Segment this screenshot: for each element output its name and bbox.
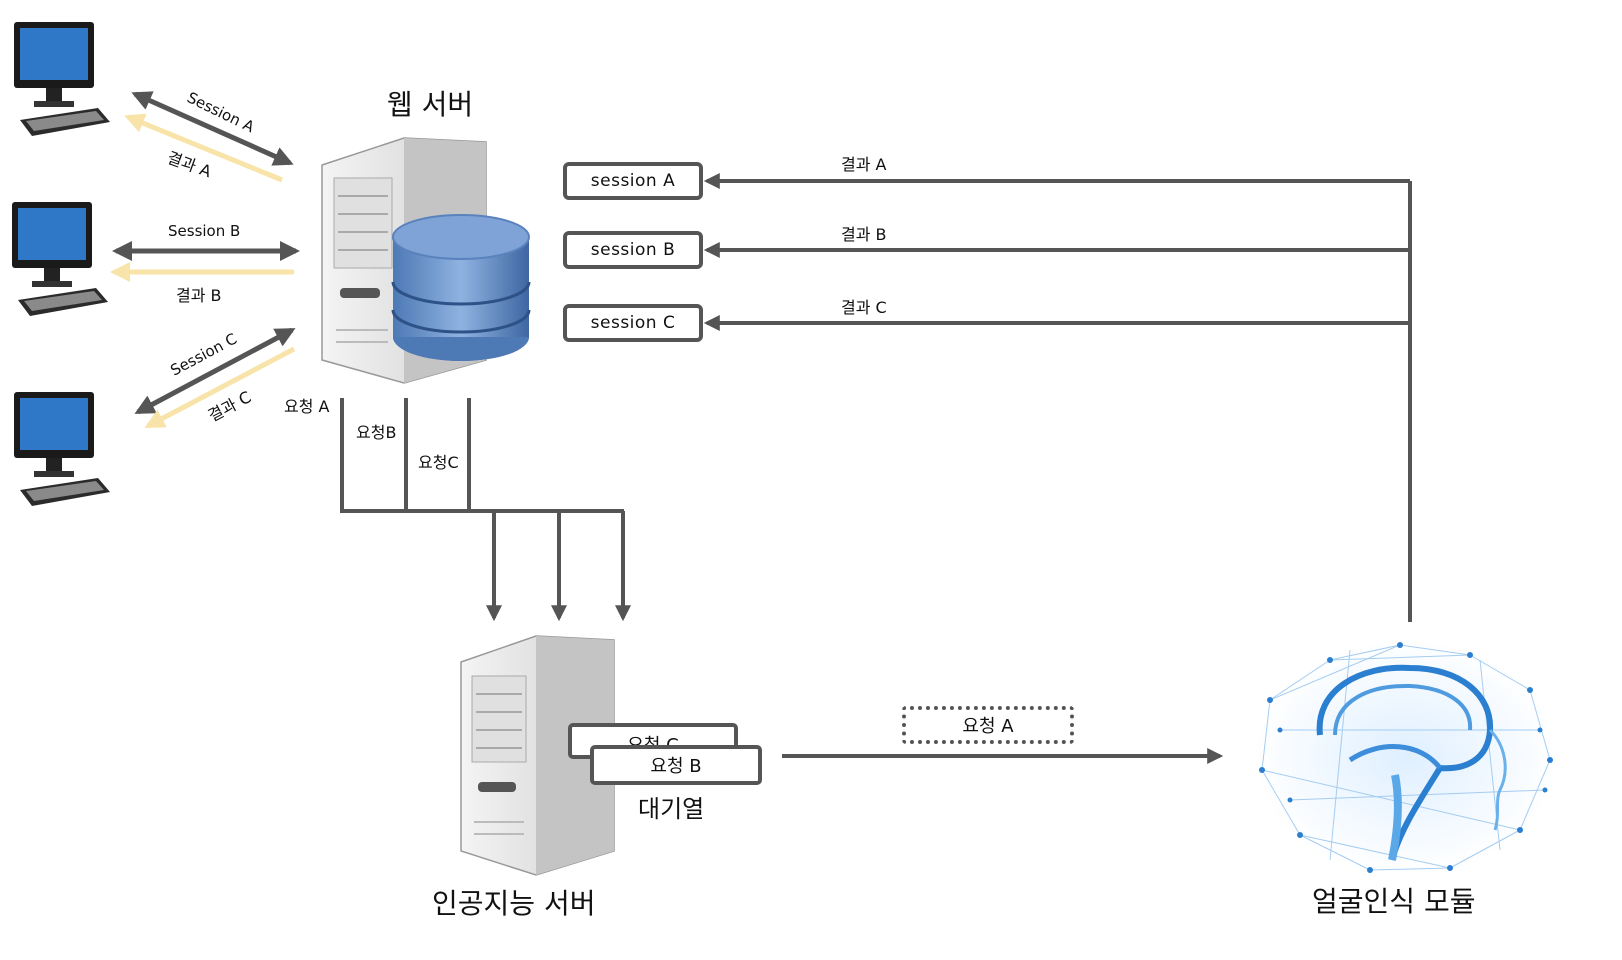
- inflight-request-label: 요청 A: [962, 716, 1014, 737]
- session-b-label: Session B: [168, 222, 240, 240]
- session-box-b: session B: [563, 231, 703, 269]
- result-b-label: 결과 B: [176, 286, 222, 305]
- ai-server-icon: [460, 635, 615, 876]
- session-a-arrow: [131, 91, 294, 166]
- session-box-c: session C: [563, 304, 703, 342]
- queue-label: 대기열: [638, 795, 705, 823]
- face-module-title: 얼굴인식 모듈: [1312, 885, 1476, 918]
- result-a-arrow: [124, 113, 283, 183]
- request-lines: [340, 398, 631, 622]
- session-box-a-label: session A: [590, 171, 676, 191]
- client-computer-b: [12, 202, 108, 316]
- queue-item-b: 요청 B: [590, 745, 762, 785]
- client-computer-a: [14, 22, 110, 136]
- request-label-a: 요청 A: [284, 397, 330, 416]
- session-box-a: session A: [563, 162, 703, 200]
- session-box-b-label: session B: [590, 240, 676, 260]
- result-a-label: 결과 A: [165, 148, 214, 181]
- inflight-request-box: 요청 A: [902, 706, 1074, 744]
- queue-item-b-label: 요청 B: [650, 756, 702, 777]
- session-box-c-label: session C: [590, 313, 676, 333]
- database-icon: [391, 214, 531, 361]
- session-a-label: Session A: [184, 88, 258, 136]
- request-label-b: 요청B: [356, 423, 396, 442]
- ai-server-title: 인공지능 서버: [432, 887, 596, 920]
- session-c-arrow: [134, 327, 296, 415]
- web-server-title: 웹 서버: [387, 88, 473, 121]
- result-line-label-a: 결과 A: [841, 155, 887, 174]
- result-line-label-c: 결과 C: [841, 298, 887, 317]
- result-c-arrow: [144, 346, 296, 429]
- client-computer-c: [14, 392, 110, 506]
- session-c-label: Session C: [167, 330, 239, 380]
- request-label-c: 요청C: [418, 453, 459, 472]
- brain-icon: [1254, 639, 1558, 875]
- result-line-label-b: 결과 B: [841, 225, 887, 244]
